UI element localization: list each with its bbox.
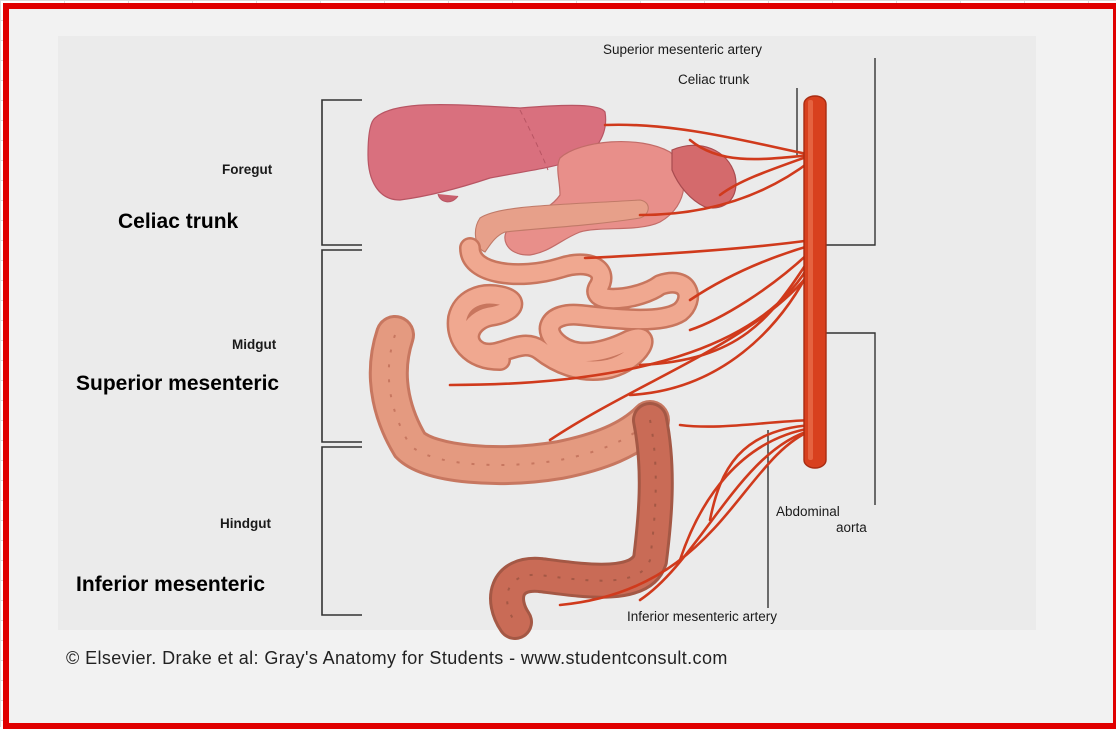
hindgut-label: Hindgut	[220, 516, 271, 531]
inferior-mesenteric-annotation: Inferior mesenteric	[76, 573, 265, 597]
aorta-leader	[822, 333, 875, 505]
abdominal-aorta-label-line2: aorta	[836, 520, 867, 535]
abdominal-aorta	[804, 96, 826, 468]
foregut-bracket	[322, 100, 362, 245]
hindgut-bracket	[322, 447, 362, 615]
superior-mesenteric-artery-label: Superior mesenteric artery	[603, 42, 762, 57]
celiac-trunk-annotation: Celiac trunk	[118, 210, 238, 234]
abdominal-aorta-label-line1: Abdominal	[776, 504, 840, 519]
midgut-label: Midgut	[232, 337, 276, 352]
foregut-label: Foregut	[222, 162, 272, 177]
copyright-caption: © Elsevier. Drake et al: Gray's Anatomy …	[66, 648, 728, 669]
region-brackets	[322, 100, 362, 615]
inferior-mesenteric-artery-label: Inferior mesenteric artery	[627, 609, 777, 624]
superior-mesenteric-annotation: Superior mesenteric	[76, 372, 279, 396]
celiac-trunk-label: Celiac trunk	[678, 72, 749, 87]
sma-leader	[822, 58, 875, 245]
midgut-bracket	[322, 250, 362, 442]
